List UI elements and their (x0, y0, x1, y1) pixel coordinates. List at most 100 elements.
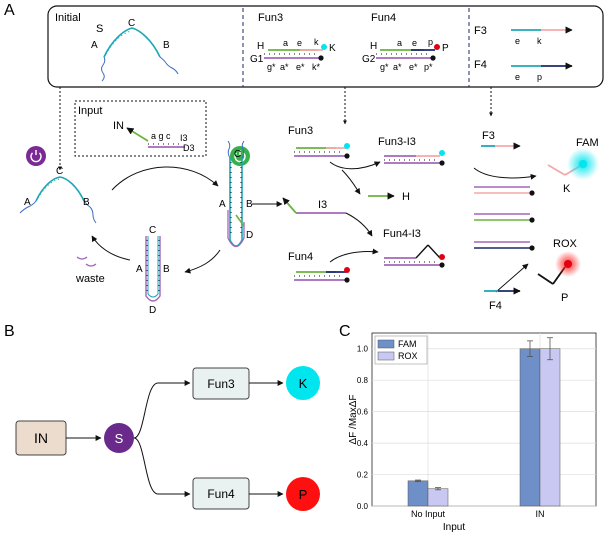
fun3-a: a (283, 38, 288, 48)
fun4-astar: a* (393, 62, 402, 72)
fun3-k: k (314, 37, 319, 47)
f3-k: k (537, 36, 542, 46)
x-tick-label: No Input (411, 509, 446, 519)
right-c: C (234, 149, 241, 160)
legend-label-fam: FAM (398, 339, 417, 349)
fun3-k-label: K (329, 43, 336, 54)
input-label: Input (78, 105, 102, 117)
input-i3: I3 (180, 133, 188, 143)
k-product-label: K (563, 183, 571, 195)
node-p-label: P (299, 487, 308, 502)
panel-a-label: A (4, 2, 15, 19)
f3-title: F3 (474, 25, 487, 37)
f4-p: p (537, 72, 542, 82)
f3-e: e (515, 36, 520, 46)
cycle-s-a: A (24, 197, 31, 208)
i3-strand (282, 197, 346, 214)
fun3-e: e (297, 38, 302, 48)
fun3-i3-complex (384, 150, 445, 166)
s-label: S (96, 23, 103, 35)
y-axis-label: ΔF /MaxΔF (348, 394, 359, 444)
waste-label: waste (75, 273, 105, 285)
waste-strands (76, 256, 97, 267)
fun3-complex (264, 44, 327, 61)
in-strand-label: IN (113, 120, 124, 132)
input-agc: a g c (151, 131, 171, 141)
node-s (104, 423, 134, 453)
input-box (74, 100, 207, 157)
legend-swatch-fam (377, 339, 395, 349)
y-tick-label: 0.4 (357, 439, 369, 448)
in-strand-green (126, 127, 149, 142)
cycle-s-b: B (83, 197, 90, 208)
bottom-d: D (149, 305, 156, 316)
opened-complex-right (227, 140, 245, 248)
fun3-i3-label: Fun3-I3 (378, 136, 416, 148)
fun4-h-label: H (370, 41, 377, 52)
hairpin-bottom (145, 236, 161, 302)
fun3-mid-complex (294, 143, 350, 159)
node-s-label: S (115, 431, 124, 446)
node-in-label: IN (34, 430, 48, 446)
legend-swatch-rox (377, 351, 395, 361)
y-tick-label: 0.8 (357, 376, 369, 385)
input-d3: D3 (183, 143, 195, 153)
cycle-arrow-left (91, 235, 131, 261)
fun3-kstar: k* (312, 62, 321, 72)
fun4-gstar: g* (380, 62, 389, 72)
fun4-i3-label: Fun4-I3 (383, 228, 421, 240)
bottom-b: B (163, 264, 170, 275)
x-tick-label: IN (536, 509, 545, 519)
domain-a-label: A (91, 40, 98, 51)
domain-c-label: C (128, 18, 135, 29)
fun4-p: p (428, 37, 433, 47)
fun4-e: e (412, 38, 417, 48)
f4-mid-label: F4 (489, 300, 502, 312)
fun4-a: a (397, 38, 402, 48)
bottom-a: A (136, 264, 143, 275)
domain-b-label: B (163, 40, 170, 51)
right-b: B (246, 199, 253, 210)
fun3-title: Fun3 (258, 12, 283, 24)
fun4-mid-label: Fun4 (288, 251, 313, 263)
fun3-g1-label: G1 (250, 54, 264, 65)
p-product-label: P (561, 292, 568, 304)
waste-complex-1 (474, 186, 535, 196)
i3-label: I3 (318, 199, 327, 211)
y-tick-label: 1.0 (357, 345, 369, 354)
cycle-arrow-top (111, 166, 219, 191)
arrow-f4-react (495, 263, 529, 293)
y-tick-label: 0.2 (357, 471, 369, 480)
f4-title: F4 (474, 59, 487, 71)
rox-label: ROX (553, 238, 578, 250)
cycle-arrow-right (184, 249, 221, 274)
h-product-label: H (402, 191, 410, 203)
fun3-astar: a* (280, 62, 289, 72)
arrow-fun3-to-i3 (329, 161, 381, 170)
k-fluorescent-product (547, 148, 599, 180)
fun4-g2-label: G2 (362, 54, 376, 65)
right-d: D (246, 230, 253, 241)
p-fluorescent-product (537, 251, 581, 285)
legend-label-rox: ROX (398, 351, 418, 361)
edge-s-fun4 (133, 437, 191, 497)
hairpin-s-cycle (19, 176, 97, 224)
fam-label: FAM (576, 137, 599, 149)
panel-c-label: C (339, 323, 351, 340)
power-on-icon (230, 146, 250, 166)
arrow-i3-split (345, 212, 373, 237)
node-k (286, 366, 320, 400)
fun3-gstar: g* (267, 62, 276, 72)
cycle-s-c: C (56, 166, 63, 177)
bar-fam (519, 348, 541, 507)
x-axis-label: Input (443, 522, 465, 533)
fun4-mid-complex (294, 267, 350, 283)
bottom-c: C (149, 225, 156, 236)
legend: FAM ROX (374, 335, 428, 365)
arrow-f3-react (473, 167, 537, 180)
right-a: A (219, 199, 226, 210)
fun4-title: Fun4 (371, 12, 396, 24)
initial-state-box (47, 5, 604, 88)
